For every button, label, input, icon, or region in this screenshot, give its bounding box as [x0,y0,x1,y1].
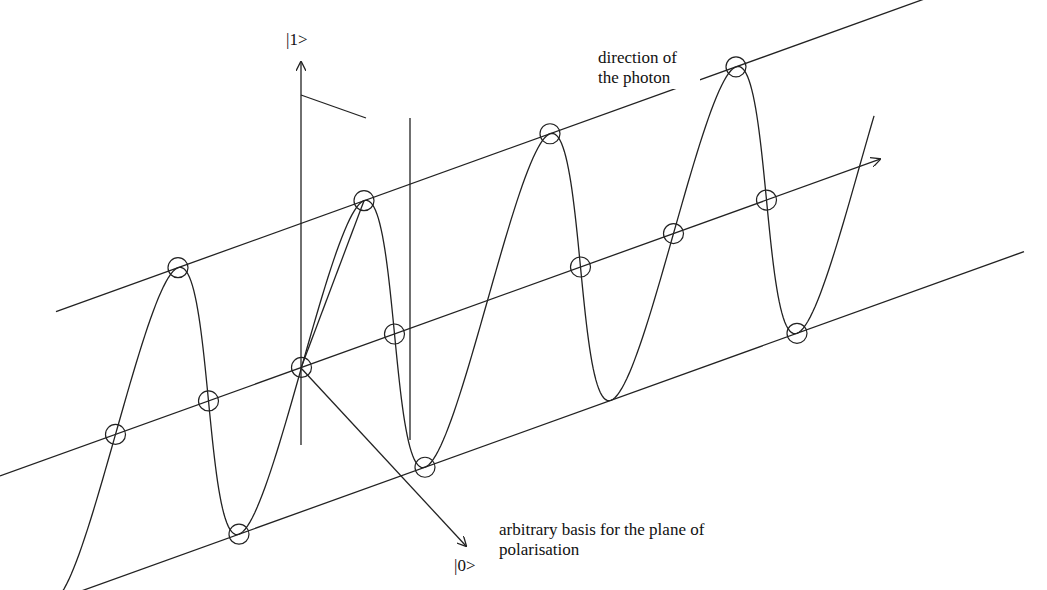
basis-vector-one [300,62,301,445]
field-vector [301,201,364,368]
basis-note: arbitrary basis for the plane of polaris… [497,520,716,561]
sample-circle [199,391,219,411]
sample-circle [787,323,807,343]
plane-line [409,118,410,440]
polarisation-wave [53,66,874,590]
sample-circle [106,424,126,444]
sample-circle [292,357,312,377]
propagation-axis [0,159,880,476]
sample-circle [540,124,560,144]
sample-circle [571,257,591,277]
lower-guide-line [24,252,1024,590]
basis-label: |1> [284,30,310,50]
sample-circle [415,457,435,477]
sample-circle [385,324,405,344]
sample-circle [168,258,188,278]
upper-guide-line [56,0,936,312]
direction-note: direction of the photon [596,48,700,89]
sample-circle [354,191,374,211]
sample-circle [726,57,746,77]
projection-line [301,95,366,118]
sample-circle [229,524,249,544]
sample-circle [757,190,777,210]
basis-label: |0> [452,556,478,576]
sample-circle [664,224,684,244]
basis-vector-zero [301,368,466,546]
